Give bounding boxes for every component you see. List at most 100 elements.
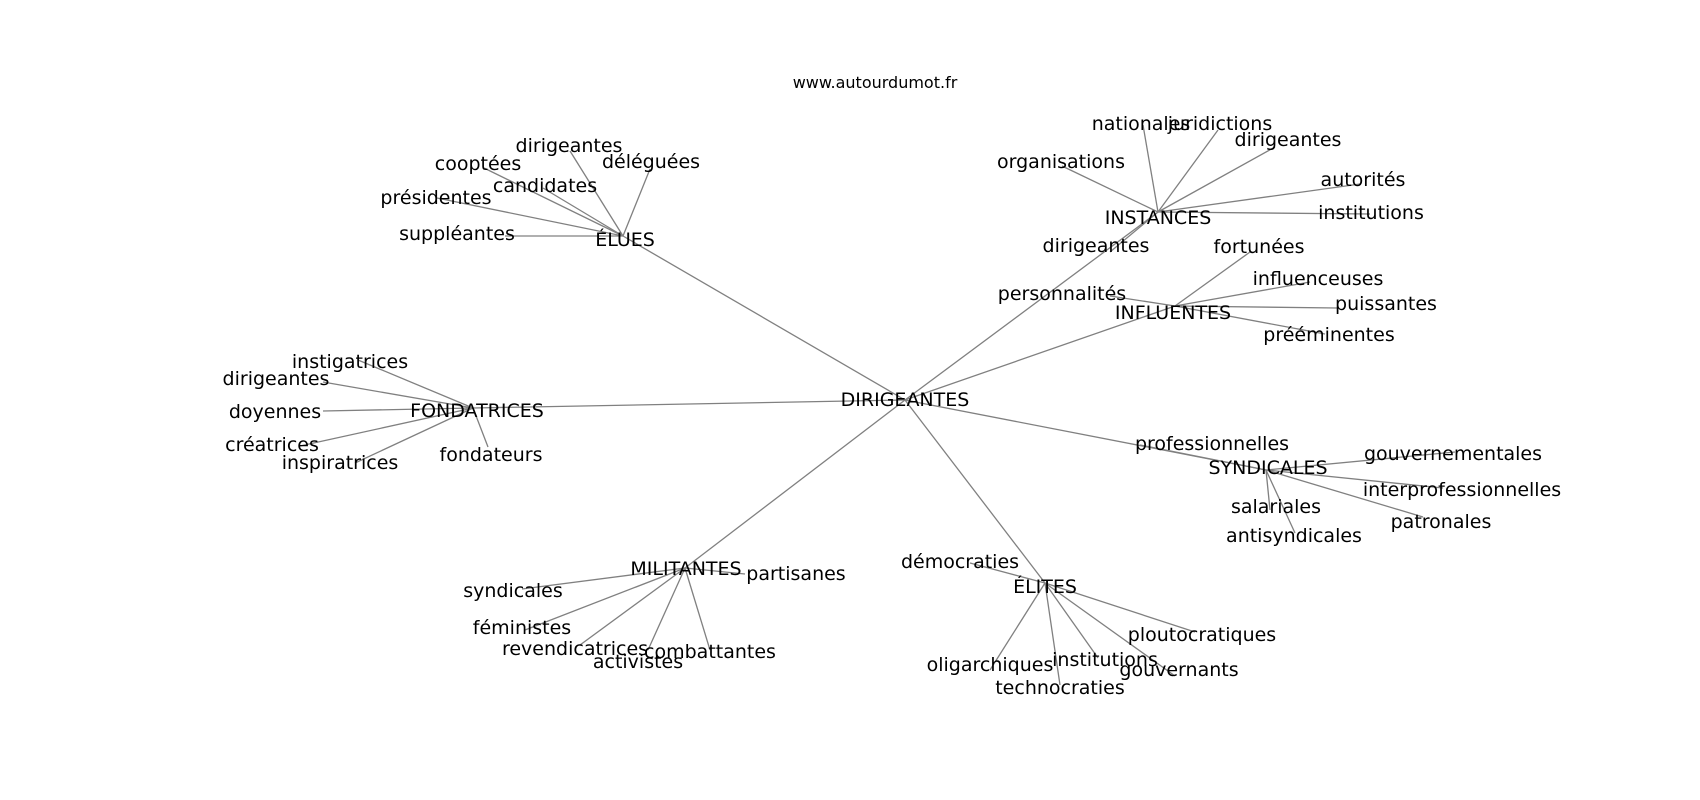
- edge-elues-cooptees: [483, 167, 624, 237]
- node-influentes[interactable]: INFLUENTES: [1115, 302, 1231, 324]
- leaf-influentes-puissantes[interactable]: puissantes: [1335, 293, 1437, 315]
- edge-elites-oligarchiques: [989, 582, 1046, 671]
- leaf-elues-presidentes[interactable]: présidentes: [380, 187, 491, 209]
- edge-center-influentes: [904, 305, 1176, 401]
- edge-elites-technocraties: [1044, 582, 1061, 686]
- edge-instances-dirigeantes: [1157, 146, 1276, 213]
- leaf-instances-autorites[interactable]: autorités: [1321, 169, 1406, 191]
- edge-fondatrices-doyennes: [322, 407, 474, 412]
- edge-militantes-activistes: [647, 567, 686, 651]
- leaf-militantes-activistes[interactable]: activistes: [593, 651, 683, 673]
- leaf-instances-organisations[interactable]: organisations: [997, 151, 1125, 173]
- leaf-instances-dirigeantes[interactable]: dirigeantes: [1043, 235, 1150, 257]
- edge-influentes-influenceuses: [1174, 281, 1311, 307]
- leaf-fondatrices-doyennes[interactable]: doyennes: [229, 401, 321, 423]
- leaf-militantes-feministes[interactable]: féministes: [473, 617, 571, 639]
- edge-elites-gouvernants: [1044, 582, 1176, 677]
- edge-center-fondatrices: [472, 399, 906, 409]
- edge-influentes-puissantes: [1174, 305, 1338, 309]
- edge-militantes-partisanes: [684, 567, 746, 575]
- leaf-fondatrices-inspiratrices[interactable]: inspiratrices: [282, 452, 399, 474]
- leaf-instances-juridictions[interactable]: juridictions: [1167, 113, 1273, 135]
- edges-layer: [299, 124, 1456, 686]
- edge-elites-ploutocratiques: [1044, 582, 1196, 633]
- edge-elues-candidates: [542, 187, 624, 237]
- edge-instances-institutions: [1157, 211, 1371, 215]
- edge-influentes-fortunees: [1174, 251, 1251, 307]
- edge-instances-organisations: [1061, 165, 1159, 213]
- node-elites[interactable]: ÉLITES: [1013, 575, 1077, 598]
- edge-militantes-revendicatrices: [579, 567, 686, 646]
- leaf-elues-deleguees[interactable]: déléguées: [602, 151, 700, 173]
- edge-fondatrices-inspiratrices: [354, 407, 474, 464]
- edge-militantes-combattantes: [684, 567, 711, 651]
- leaf-instances-nationales[interactable]: nationales: [1092, 113, 1191, 135]
- leaf-syndicales-professionnelles[interactable]: professionnelles: [1135, 433, 1289, 455]
- leaf-syndicales-interprofessionnelles[interactable]: interprofessionnelles: [1363, 479, 1561, 501]
- edge-fondatrices-creatrices: [299, 407, 474, 447]
- leaf-instances-dirigeantes[interactable]: dirigeantes: [1235, 129, 1342, 151]
- leaf-syndicales-patronales[interactable]: patronales: [1391, 511, 1492, 533]
- edge-militantes-syndicales: [521, 567, 686, 590]
- node-center-dirigeantes[interactable]: DIRIGEANTES: [841, 389, 970, 411]
- edge-influentes-preeminentes: [1174, 305, 1326, 335]
- edge-center-elites: [904, 399, 1046, 584]
- edge-elues-deleguees: [622, 168, 651, 237]
- leaf-elites-gouvernants[interactable]: gouvernants: [1119, 659, 1238, 681]
- edge-syndicales-professionnelles: [1139, 444, 1267, 471]
- edge-instances-autorites: [1157, 183, 1361, 213]
- leaf-fondatrices-dirigeantes[interactable]: dirigeantes: [223, 368, 330, 390]
- node-fondatrices[interactable]: FONDATRICES: [410, 400, 544, 422]
- leaf-militantes-partisanes[interactable]: partisanes: [746, 563, 845, 585]
- edge-elites-institutions: [1044, 582, 1099, 659]
- leaf-syndicales-antisyndicales[interactable]: antisyndicales: [1226, 525, 1362, 547]
- leaf-elites-democraties[interactable]: démocraties: [901, 551, 1019, 573]
- node-militantes[interactable]: MILITANTES: [630, 558, 741, 580]
- leaf-fondatrices-creatrices[interactable]: créatrices: [225, 434, 319, 456]
- edge-instances-dirigeantes: [1109, 211, 1159, 253]
- leaf-fondatrices-fondateurs[interactable]: fondateurs: [440, 444, 543, 466]
- node-instances[interactable]: INSTANCES: [1105, 207, 1212, 229]
- edge-syndicales-interprofessionnelles: [1265, 469, 1444, 489]
- edge-syndicales-gouvernementales: [1265, 451, 1456, 471]
- watermark: www.autourdumot.fr: [793, 73, 958, 92]
- edge-instances-juridictions: [1157, 129, 1219, 213]
- leaf-fondatrices-instigatrices[interactable]: instigatrices: [292, 351, 408, 373]
- edge-center-elues: [622, 235, 906, 401]
- edge-center-instances: [904, 211, 1159, 401]
- edge-syndicales-antisyndicales: [1265, 469, 1296, 534]
- edge-fondatrices-fondateurs: [472, 407, 489, 448]
- edge-influentes-personnalites: [1109, 295, 1176, 307]
- leaf-elues-cooptees[interactable]: cooptées: [435, 153, 521, 175]
- leaf-influentes-fortunees[interactable]: fortunées: [1214, 236, 1305, 258]
- edge-syndicales-patronales: [1265, 469, 1424, 518]
- edge-fondatrices-instigatrices: [357, 359, 474, 409]
- leaf-influentes-influenceuses[interactable]: influenceuses: [1253, 268, 1384, 290]
- leaf-syndicales-gouvernementales[interactable]: gouvernementales: [1364, 443, 1542, 465]
- leaf-influentes-personnalites[interactable]: personnalités: [998, 283, 1126, 305]
- leaf-elues-candidates[interactable]: candidates: [493, 175, 597, 197]
- labels-layer: DIRIGEANTESÉLUESdirigeantesdéléguéescoop…: [223, 113, 1562, 699]
- edge-center-militantes: [684, 399, 906, 569]
- leaf-elites-oligarchiques[interactable]: oligarchiques: [927, 654, 1054, 676]
- edge-elites-democraties: [969, 562, 1046, 584]
- leaf-syndicales-salariales[interactable]: salariales: [1231, 496, 1321, 518]
- leaf-instances-institutions[interactable]: institutions: [1318, 202, 1424, 224]
- edge-elues-dirigeantes: [569, 150, 624, 237]
- edge-fondatrices-dirigeantes: [322, 381, 474, 409]
- leaf-elites-ploutocratiques[interactable]: ploutocratiques: [1128, 624, 1276, 646]
- leaf-elites-institutions[interactable]: institutions: [1052, 649, 1158, 671]
- leaf-militantes-syndicales[interactable]: syndicales: [463, 580, 562, 602]
- edge-syndicales-salariales: [1265, 469, 1271, 511]
- leaf-influentes-preeminentes[interactable]: prééminentes: [1263, 324, 1394, 346]
- node-syndicales[interactable]: SYNDICALES: [1208, 457, 1327, 479]
- leaf-militantes-combattantes[interactable]: combattantes: [644, 641, 776, 663]
- leaf-elues-dirigeantes[interactable]: dirigeantes: [516, 135, 623, 157]
- node-elues[interactable]: ÉLUES: [595, 228, 655, 251]
- leaf-militantes-revendicatrices[interactable]: revendicatrices: [502, 638, 648, 660]
- leaf-elues-suppleantes[interactable]: suppléantes: [399, 223, 515, 245]
- edge-militantes-feministes: [524, 567, 686, 631]
- edge-instances-nationales: [1142, 124, 1159, 213]
- leaf-elites-technocraties[interactable]: technocraties: [995, 677, 1125, 699]
